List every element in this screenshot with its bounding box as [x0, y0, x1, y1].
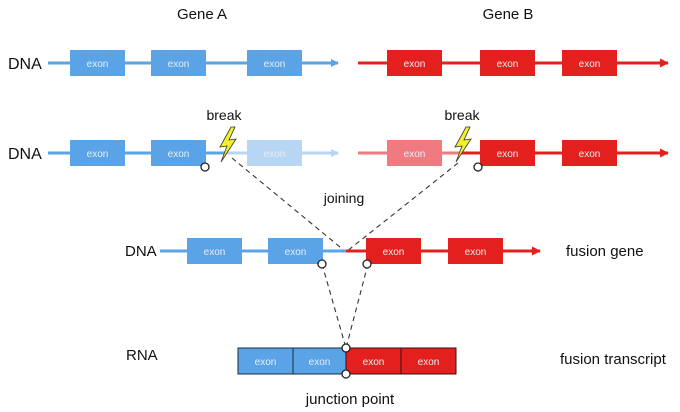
exon-label: exon — [579, 59, 601, 70]
exon-a3 — [247, 50, 302, 76]
breakpoint-marker-b — [362, 259, 372, 269]
exon-label: exon — [404, 149, 426, 160]
fusion-exon-b3 — [448, 238, 503, 264]
exon-b1 — [387, 50, 442, 76]
exon-b2 — [480, 50, 535, 76]
exon-label: exon — [204, 247, 226, 258]
gene-a-dna-row-2: exon exon exon — [48, 140, 339, 172]
row-label-rna: RNA — [126, 347, 158, 364]
exon-label: exon — [363, 357, 385, 368]
exon-label: exon — [168, 149, 190, 160]
exon-label: exon — [465, 247, 487, 258]
exon-label: exon — [285, 247, 307, 258]
exon-label: exon — [418, 357, 440, 368]
row-label-dna-fusion: DNA — [125, 243, 157, 260]
exon-label: exon — [264, 59, 286, 70]
exon-label: exon — [264, 149, 286, 160]
break-b-label: break — [444, 107, 480, 123]
exon-a1 — [70, 140, 125, 166]
exon-b3 — [562, 50, 617, 76]
exon-label: exon — [87, 59, 109, 70]
junction-point-label: junction point — [305, 391, 395, 408]
fusion-exon-a2 — [268, 238, 323, 264]
gene-a-header: Gene A — [177, 6, 227, 23]
breakpoint-marker-a — [200, 162, 210, 172]
gene-b-header: Gene B — [483, 6, 534, 23]
joining-lines — [231, 157, 459, 349]
fusion-gene-label: fusion gene — [566, 243, 644, 260]
fusion-exon-b2 — [366, 238, 421, 264]
exon-b2 — [480, 140, 535, 166]
fusion-transcript-rna: exon exon exon exon — [237, 343, 457, 379]
fusion-transcript-label: fusion transcript — [560, 351, 667, 368]
lightning-bolt-icon — [219, 126, 237, 163]
lightning-bolt-icon — [454, 126, 472, 163]
breakpoint-marker-a — [317, 259, 327, 269]
exon-b3 — [562, 140, 617, 166]
row-label-dna-1: DNA — [8, 56, 42, 73]
fusion-gene-dna: exon exon exon exon — [160, 238, 541, 269]
junction-marker-bottom — [341, 369, 351, 379]
exon-label: exon — [383, 247, 405, 258]
exon-label: exon — [168, 59, 190, 70]
exon-a3-lost — [247, 140, 302, 166]
rna-exon-b3 — [400, 347, 457, 375]
joining-label: joining — [323, 190, 364, 206]
exon-a2 — [151, 50, 206, 76]
joining-line-a — [231, 157, 347, 253]
exon-label: exon — [309, 357, 331, 368]
break-a-label: break — [206, 107, 242, 123]
breakpoint-marker-b — [473, 162, 483, 172]
row-label-dna-2: DNA — [8, 146, 42, 163]
exon-b1-lost — [387, 140, 442, 166]
exon-label: exon — [497, 59, 519, 70]
exon-label: exon — [497, 149, 519, 160]
rna-exon-a2 — [292, 347, 347, 375]
junction-line-b — [345, 263, 369, 349]
exon-label: exon — [255, 357, 277, 368]
exon-label: exon — [87, 149, 109, 160]
exon-label: exon — [579, 149, 601, 160]
junction-marker-top — [341, 343, 351, 353]
gene-b-dna-row-2: exon exon exon — [358, 140, 669, 172]
junction-line-a — [321, 263, 347, 349]
joining-line-b — [345, 162, 459, 253]
exon-label: exon — [404, 59, 426, 70]
exon-a2 — [151, 140, 206, 166]
exon-a1 — [70, 50, 125, 76]
fusion-exon-a1 — [187, 238, 242, 264]
gene-a-dna-row-1: exon exon exon — [48, 50, 339, 76]
gene-b-dna-row-1: exon exon exon — [358, 50, 669, 76]
